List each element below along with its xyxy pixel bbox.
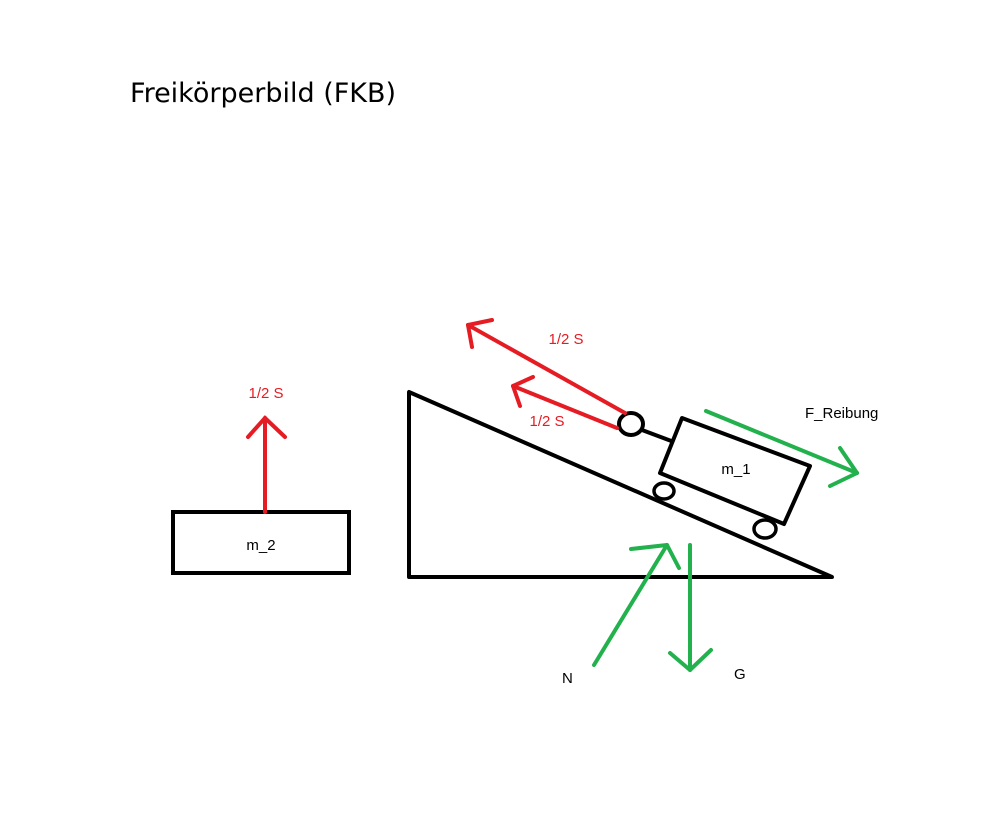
rope-force-m2-label: 1/2 S bbox=[248, 385, 283, 402]
cart-wheel-front bbox=[652, 481, 676, 501]
rope-force-m1-lower-arrow bbox=[511, 375, 619, 430]
normal-force-label: N bbox=[562, 670, 573, 687]
weight-force-arrow bbox=[668, 543, 713, 672]
mass-m1-label: m_1 bbox=[721, 461, 750, 478]
rope-force-m2-arrow bbox=[246, 415, 287, 514]
mass-m2-label: m_2 bbox=[246, 537, 275, 554]
friction-force-arrow bbox=[704, 409, 859, 488]
mass-m1-cart bbox=[658, 416, 812, 526]
friction-force-label: F_Reibung bbox=[805, 405, 878, 422]
mass-m2-box bbox=[171, 510, 351, 575]
pulley-mount bbox=[641, 428, 675, 444]
normal-force-arrow bbox=[592, 543, 681, 667]
inclined-plane bbox=[407, 390, 834, 579]
rope-force-m1-upper-arrow bbox=[466, 318, 627, 415]
rope-force-m1-lower-label: 1/2 S bbox=[529, 413, 564, 430]
weight-force-label: G bbox=[734, 666, 746, 683]
pulley-wheel bbox=[617, 411, 645, 437]
cart-wheel-rear bbox=[752, 518, 778, 540]
rope-force-m1-upper-label: 1/2 S bbox=[548, 331, 583, 348]
diagram-title: Freikörperbild (FKB) bbox=[130, 78, 397, 109]
